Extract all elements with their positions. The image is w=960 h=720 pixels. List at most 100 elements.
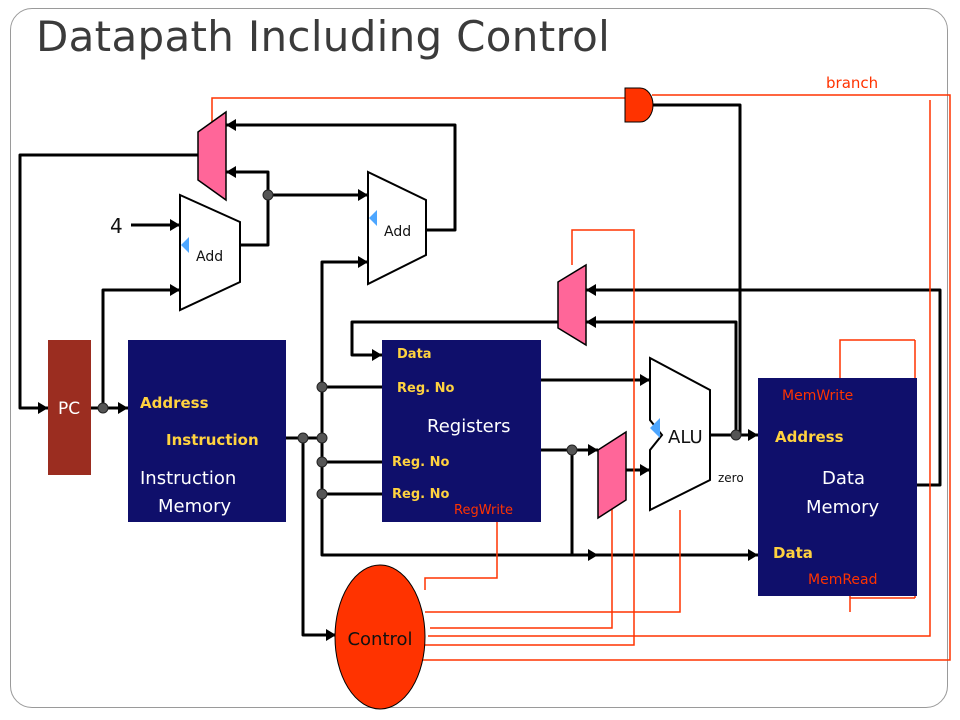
arrow-alu-b	[640, 464, 650, 476]
wire-dmem-to-wbmux	[586, 288, 942, 487]
ctrl-aluop	[425, 510, 681, 613]
and-gate-shape	[624, 87, 654, 123]
dmem-data-label: Data	[773, 544, 813, 562]
wire-instr-to-branch-add	[320, 260, 368, 438]
registers-name: Registers	[427, 416, 511, 437]
ctrl-memwrite-top	[839, 339, 915, 378]
pc-register: PC	[48, 340, 91, 475]
pc-label: PC	[58, 399, 80, 419]
alu-shape	[649, 356, 711, 512]
alu-label: ALU	[668, 427, 703, 448]
junction-instr-4	[316, 456, 328, 468]
ctrl-memtoreg	[571, 229, 600, 265]
wire-adder-to-mux	[226, 170, 270, 195]
alu-clock-icon	[650, 418, 660, 438]
control-label: Control	[347, 629, 412, 650]
arrow-reg-data	[372, 349, 382, 361]
dmem-block	[758, 378, 917, 596]
arrow-wbmux-b	[586, 284, 596, 296]
slide-title: Datapath Including Control	[36, 12, 611, 61]
pc-block	[48, 340, 91, 475]
branch-adder-label: Add	[384, 224, 411, 240]
arrow-aluMux-b	[588, 549, 598, 561]
arrow-adder-b	[170, 219, 180, 231]
arrow-badd-b	[358, 256, 368, 268]
dmem-address-label: Address	[775, 428, 844, 446]
branch-adder-shape	[367, 170, 427, 286]
reg-no-1-label: Reg. No	[397, 381, 454, 396]
pc-adder-clock-icon	[181, 237, 189, 253]
reg-no-3-label: Reg. No	[392, 487, 449, 502]
pc-adder-shape	[179, 193, 241, 312]
wb-mux-shape	[557, 263, 587, 347]
control-shape	[334, 564, 426, 710]
wire-branch-add-to-mux	[226, 123, 457, 232]
branch-adder: Add	[367, 170, 427, 286]
pc-adder-label: Add	[196, 249, 223, 265]
branch-label: branch	[826, 74, 878, 92]
junction-alu-out	[730, 429, 742, 441]
imem-address-label: Address	[140, 394, 209, 412]
imem-name-line1: Instruction	[140, 468, 236, 489]
arrow-mux-b	[226, 119, 236, 131]
dmem-name-line2: Memory	[806, 497, 880, 518]
pc-mux	[197, 110, 227, 202]
pc-adder: Add 4	[110, 193, 241, 312]
wire-adder-out	[240, 195, 270, 247]
junction-reg-read2	[566, 444, 578, 456]
imem-block	[128, 340, 286, 522]
alu: ALU zero	[649, 356, 744, 512]
ctrl-regwrite	[424, 515, 498, 590]
arrow-imem	[118, 402, 128, 414]
ctrl-alusrc	[430, 500, 613, 629]
junction-instr-5	[316, 488, 328, 500]
reg-data-label: Data	[397, 347, 432, 362]
memwrite-label: MemWrite	[782, 388, 853, 404]
wire-pc-to-adder	[101, 288, 180, 408]
junction-instr-2	[316, 432, 328, 444]
memread-label: MemRead	[808, 572, 878, 588]
arrow-aluMux-a	[588, 444, 598, 456]
arrow-alu-a	[640, 374, 650, 386]
alu-zero-label: zero	[718, 471, 744, 485]
arrowheads	[38, 119, 758, 641]
regwrite-label: RegWrite	[454, 503, 513, 518]
ctrl-branch-to-pcmux	[211, 97, 625, 132]
imem-instruction-label: Instruction	[166, 431, 259, 449]
arrow-mux-a	[226, 166, 236, 178]
branch-adder-clock-icon	[369, 210, 377, 226]
wire-instr-to-control	[301, 438, 336, 637]
junction-instr-3	[316, 381, 328, 393]
wire-writeback-to-reg	[350, 320, 558, 357]
const-four: 4	[110, 214, 123, 238]
ctrl-memread	[428, 100, 931, 637]
reg-no-2-label: Reg. No	[392, 455, 449, 470]
writeback-mux	[557, 263, 587, 347]
junction-pc	[97, 402, 109, 414]
registers-block	[382, 340, 541, 522]
slide-frame	[10, 8, 948, 708]
junction-adder	[262, 189, 274, 201]
arrow-wbmux-a	[586, 316, 596, 328]
arrow-dmem-data	[748, 549, 758, 561]
register-file: Data Reg. No Registers Reg. No Reg. No R…	[382, 340, 541, 522]
control-unit: Control	[334, 564, 426, 710]
wire-reg-read2-dmem	[570, 450, 758, 557]
arrow-pc	[38, 402, 48, 414]
dmem-name-line1: Data	[822, 468, 865, 489]
ctrl-memtoreg-2	[410, 229, 635, 646]
ctrl-branch	[380, 94, 951, 661]
branch-and-gate: branch	[624, 74, 878, 123]
arrow-dmem-addr	[748, 429, 758, 441]
wire-mux-to-pc	[18, 153, 198, 410]
alu-src-mux	[597, 430, 627, 520]
arrow-control	[326, 629, 336, 641]
imem-name-line2: Memory	[158, 496, 232, 517]
arrow-adder-a	[170, 284, 180, 296]
junctions	[97, 189, 742, 500]
arrow-badd-a	[358, 189, 368, 201]
junction-instr-1	[297, 432, 309, 444]
data-memory: MemWrite Address Data Memory Data MemRea…	[758, 378, 917, 596]
instruction-memory: Address Instruction Instruction Memory	[128, 340, 286, 522]
